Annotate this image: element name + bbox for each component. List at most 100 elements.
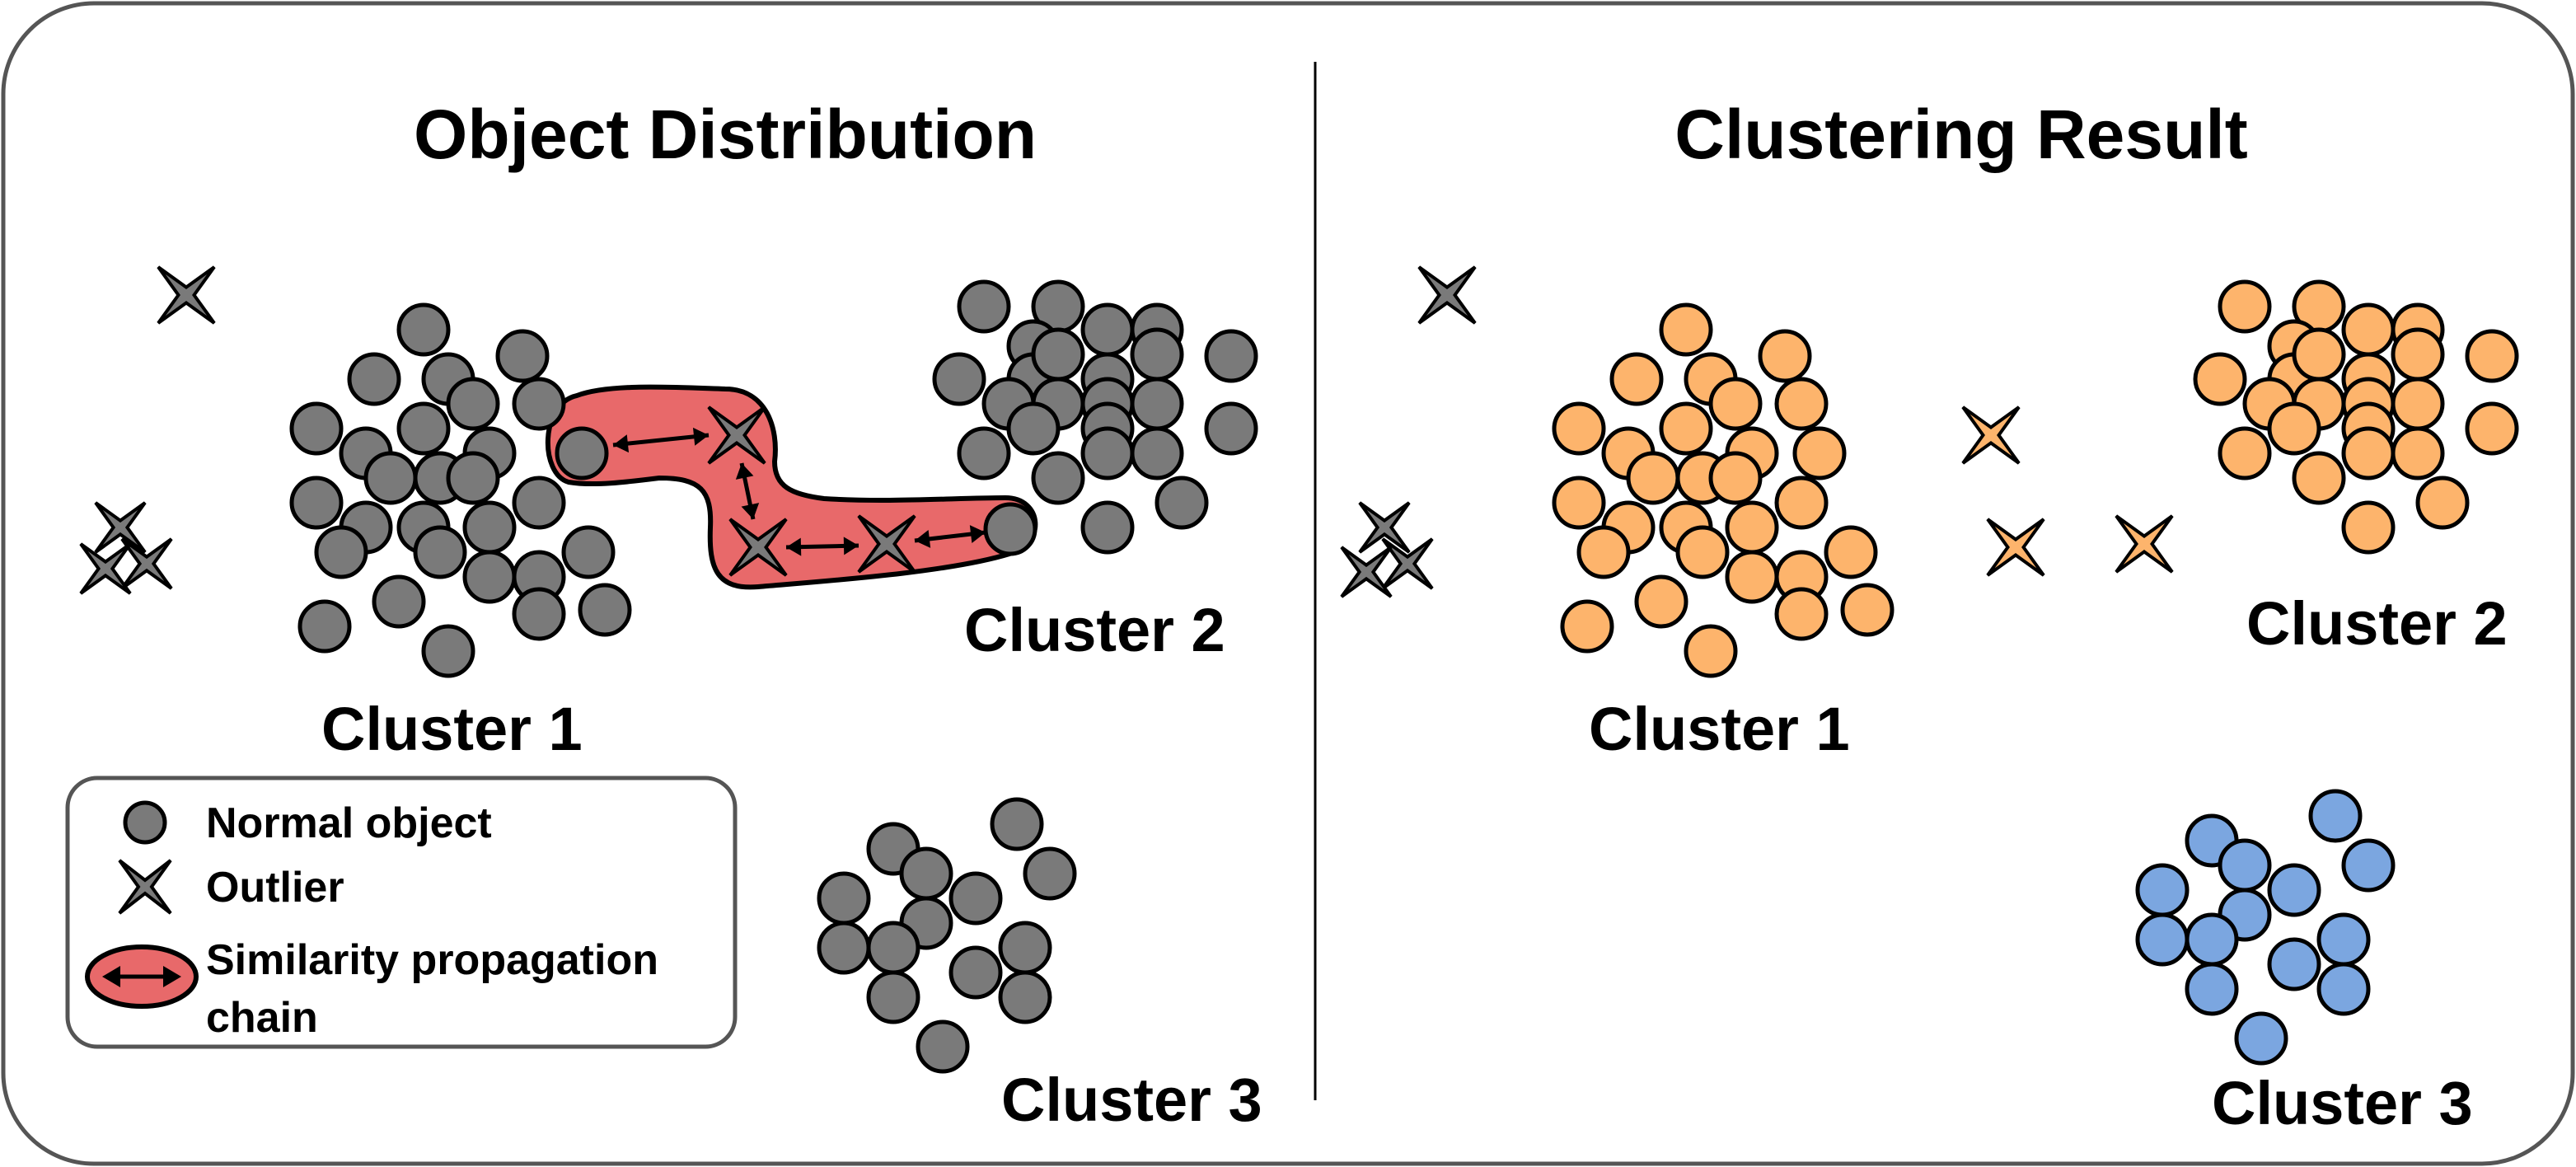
normal-object <box>1080 426 1135 480</box>
cluster-2-object <box>2391 327 2445 382</box>
chain-arrows <box>612 427 986 556</box>
cluster-1-object <box>1675 525 1730 579</box>
normal-object <box>512 476 566 530</box>
cluster-3-object <box>2185 962 2239 1016</box>
cluster-3-object <box>2185 912 2239 967</box>
outlier-icon <box>94 501 147 554</box>
normal-object <box>1155 476 1209 530</box>
cluster-2-object <box>2465 401 2519 456</box>
cluster-2-object <box>2415 476 2470 530</box>
cluster-1-object <box>1725 550 1779 604</box>
cluster-1-object <box>1792 426 1847 480</box>
normal-object <box>866 970 920 1024</box>
cluster-2-object <box>2218 426 2272 480</box>
cluster-1-object <box>1758 329 1812 383</box>
cluster-2-object <box>2341 500 2396 555</box>
normal-object <box>1204 401 1258 456</box>
normal-object <box>957 426 1011 480</box>
cluster-3-object <box>2135 863 2190 917</box>
legend-box <box>65 776 738 1049</box>
normal-object <box>1080 302 1135 357</box>
normal-object <box>998 970 1052 1024</box>
cluster-1-object <box>1576 525 1631 579</box>
right-panel-title: Clustering Result <box>1674 96 2247 173</box>
normal-object <box>462 550 517 604</box>
cluster-1-object <box>1774 377 1829 431</box>
normal-object <box>446 377 500 431</box>
normal-object <box>421 624 475 678</box>
normal-object <box>462 500 517 555</box>
left-objects <box>289 279 1258 1074</box>
cluster-1-object <box>1560 599 1614 654</box>
outlier-icon <box>1381 537 1434 590</box>
cluster-2-object <box>2391 426 2445 480</box>
outlier-icon <box>120 537 173 590</box>
cluster-1-object <box>1626 451 1680 505</box>
normal-object <box>347 352 401 406</box>
left-cluster-3-label: Cluster 3 <box>1001 1066 1262 1134</box>
right-objects <box>1552 279 2519 1066</box>
left-panel-title: Object Distribution <box>414 96 1037 173</box>
cluster-3-object <box>2234 1011 2288 1066</box>
normal-object <box>1023 846 1077 901</box>
cluster-2-object <box>2292 327 2346 382</box>
normal-object <box>289 476 344 530</box>
normal-object <box>948 945 1003 1000</box>
cluster-2-object <box>2391 377 2445 431</box>
legend-label-normal-object: Normal object <box>206 799 492 847</box>
gray-circle-icon <box>123 800 167 845</box>
outlier-icon <box>157 265 216 325</box>
double-arrow-icon <box>785 537 859 556</box>
chain-outlier-icon <box>707 405 766 465</box>
cluster-3-object <box>2267 937 2321 991</box>
normal-object <box>396 302 451 357</box>
normal-object <box>396 401 451 456</box>
cluster-1-object <box>1840 583 1895 637</box>
left-cluster-2-label: Cluster 2 <box>964 596 1225 664</box>
cluster-1-object <box>1774 587 1829 641</box>
right-cluster-2-label: Cluster 2 <box>2246 589 2508 658</box>
legend-label-outlier: Outlier <box>206 864 344 912</box>
normal-object <box>495 329 550 383</box>
absorbed-outlier-icon <box>2115 514 2174 574</box>
cluster-1-object <box>1725 500 1779 555</box>
cluster-3-object <box>2316 912 2371 967</box>
cluster-3-object <box>2341 838 2396 893</box>
normal-object <box>372 574 426 629</box>
cluster-2-object <box>2218 279 2272 334</box>
normal-object <box>1130 327 1184 382</box>
gray-star-icon <box>118 859 172 915</box>
cluster-1-object <box>1774 476 1829 530</box>
left-outliers <box>79 265 916 595</box>
normal-object <box>314 525 368 579</box>
outlier-icon <box>79 542 132 595</box>
normal-object <box>1130 377 1184 431</box>
cluster-1-object <box>1552 401 1606 456</box>
legend-label-chain-line2: chain <box>206 994 318 1042</box>
normal-object <box>1031 451 1085 505</box>
double-arrow-icon <box>735 462 760 520</box>
normal-object <box>899 846 953 901</box>
cluster-1-object <box>1684 624 1738 678</box>
normal-object <box>512 377 566 431</box>
normal-object <box>446 451 500 505</box>
red-chain-icon <box>85 944 199 1009</box>
chain-outlier-icon <box>728 518 788 577</box>
cluster-2-object <box>2267 401 2321 456</box>
right-cluster-1-label: Cluster 1 <box>1589 695 1850 763</box>
normal-object <box>561 525 616 579</box>
chain-normal-object <box>983 502 1037 556</box>
normal-object <box>1130 426 1184 480</box>
right-cluster-3-label: Cluster 3 <box>2212 1069 2473 1137</box>
chain-normal-object <box>555 426 609 480</box>
normal-object <box>1006 401 1061 456</box>
cluster-3-object <box>2316 962 2371 1016</box>
right-outliers <box>1340 265 2174 598</box>
legend-label-chain-line1: Similarity propagation <box>206 936 658 984</box>
normal-object <box>817 871 871 926</box>
cluster-3-object <box>2218 838 2272 893</box>
cluster-1-object <box>1824 525 1878 579</box>
cluster-2-object <box>2465 329 2519 383</box>
cluster-2-object <box>2193 352 2247 406</box>
